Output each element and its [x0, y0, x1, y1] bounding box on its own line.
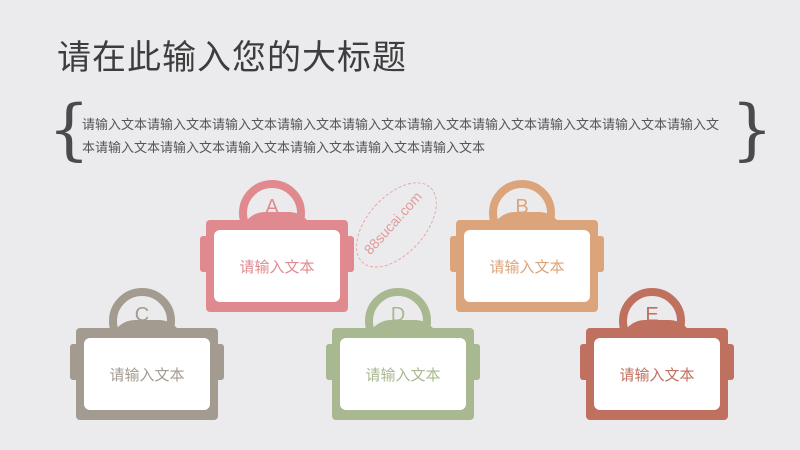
node-b: B 请输入文本: [450, 180, 604, 330]
right-brace: }: [731, 91, 773, 168]
node-c: C 请输入文本: [70, 288, 224, 438]
node-d-label: 请输入文本: [365, 365, 441, 384]
intro-text: 请输入文本请输入文本请输入文本请输入文本请输入文本请输入文本请输入文本请输入文本…: [82, 118, 720, 156]
node-b-textbox[interactable]: 请输入文本: [464, 230, 590, 302]
node-e: E 请输入文本: [580, 288, 734, 438]
node-e-frame: 请输入文本: [580, 320, 734, 420]
node-c-label: 请输入文本: [109, 365, 185, 384]
node-a-frame: 请输入文本: [200, 212, 354, 312]
node-d: D 请输入文本: [326, 288, 480, 438]
node-d-frame: 请输入文本: [326, 320, 480, 420]
page-title: 请在此输入您的大标题: [57, 38, 407, 78]
left-brace: {: [48, 91, 90, 168]
node-d-textbox[interactable]: 请输入文本: [340, 338, 466, 410]
node-a-label: 请输入文本: [239, 257, 315, 276]
node-a: A 请输入文本: [200, 180, 354, 330]
node-c-frame: 请输入文本: [70, 320, 224, 420]
node-c-textbox[interactable]: 请输入文本: [84, 338, 210, 410]
node-e-label: 请输入文本: [619, 365, 695, 384]
node-b-frame: 请输入文本: [450, 212, 604, 312]
node-b-label: 请输入文本: [489, 257, 565, 276]
node-a-textbox[interactable]: 请输入文本: [214, 230, 340, 302]
node-e-textbox[interactable]: 请输入文本: [594, 338, 720, 410]
